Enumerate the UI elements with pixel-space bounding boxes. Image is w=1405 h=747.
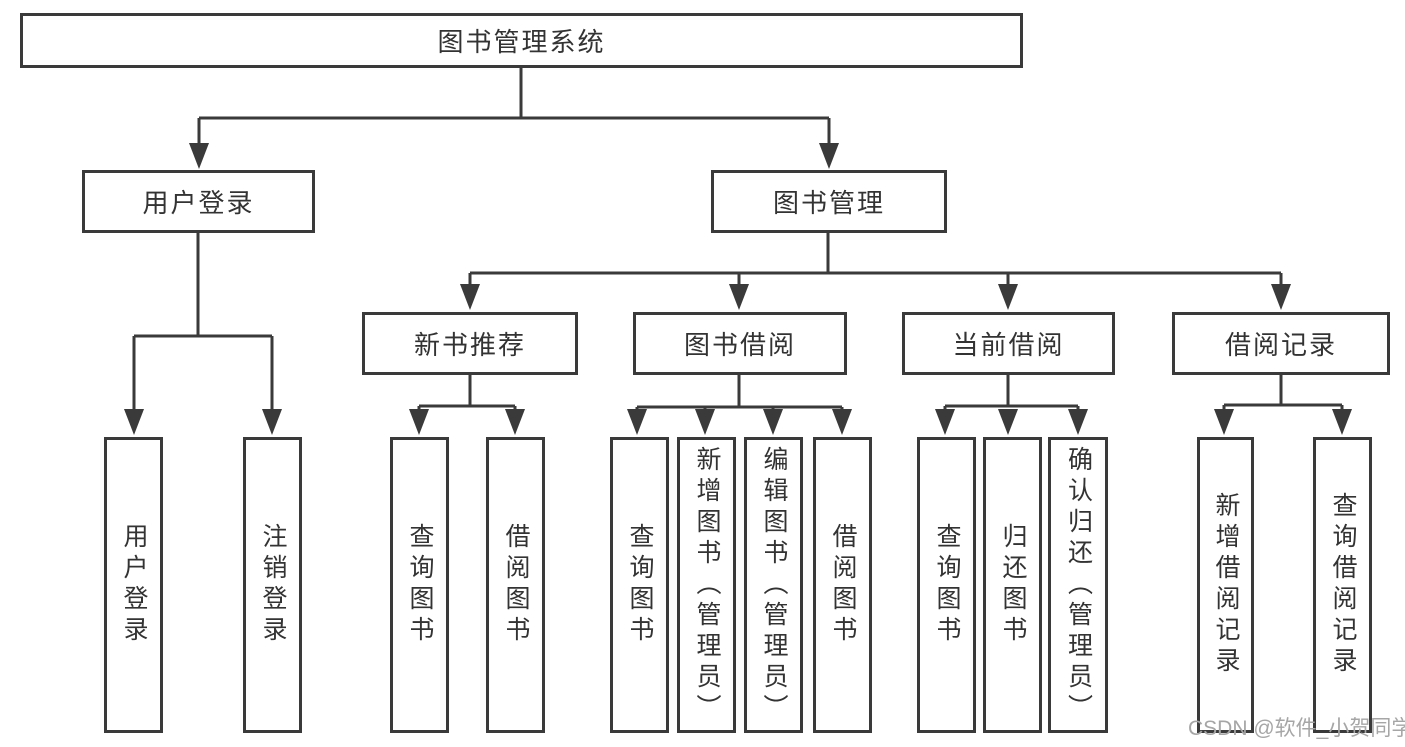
node-book-borrowing: 图书借阅 — [633, 312, 847, 375]
leaf-query-books-recommend: 查询图书 — [390, 437, 449, 733]
leaf-query-books-borrow: 查询图书 — [610, 437, 669, 733]
leaf-borrow-books-borrow: 借阅图书 — [813, 437, 872, 733]
node-current-borrowing-label: 当前借阅 — [952, 330, 1065, 360]
leaf-logout: 注销登录 — [243, 437, 302, 733]
leaf-borrow-books-borrow-label: 借阅图书 — [829, 523, 857, 647]
node-borrow-records-label: 借阅记录 — [1224, 330, 1337, 360]
node-user-login-label: 用户登录 — [142, 188, 255, 218]
leaf-return-book: 归还图书 — [983, 437, 1042, 733]
leaf-edit-book-admin: 编辑图书（管理员） — [744, 437, 803, 733]
node-root: 图书管理系统 — [20, 13, 1023, 68]
leaf-confirm-return-admin: 确认归还（管理员） — [1048, 437, 1108, 733]
leaf-query-books-recommend-label: 查询图书 — [406, 523, 434, 647]
leaf-return-book-label: 归还图书 — [999, 523, 1027, 647]
leaf-borrow-books-recommend: 借阅图书 — [486, 437, 545, 733]
node-book-borrowing-label: 图书借阅 — [683, 330, 796, 360]
leaf-add-book-admin: 新增图书（管理员） — [677, 437, 736, 733]
leaf-query-books-borrow-label: 查询图书 — [626, 523, 654, 647]
node-new-book-recommend-label: 新书推荐 — [413, 330, 526, 360]
leaf-query-books-current: 查询图书 — [917, 437, 976, 733]
leaf-confirm-return-admin-label: 确认归还（管理员） — [1064, 445, 1093, 725]
node-root-label: 图书管理系统 — [437, 27, 606, 57]
leaf-query-borrow-record-label: 查询借阅记录 — [1329, 492, 1357, 678]
node-book-management: 图书管理 — [711, 170, 947, 233]
node-book-management-label: 图书管理 — [772, 188, 885, 218]
leaf-add-borrow-record-label: 新增借阅记录 — [1212, 492, 1240, 678]
leaf-query-borrow-record: 查询借阅记录 — [1313, 437, 1372, 733]
leaf-user-login: 用户登录 — [104, 437, 163, 733]
leaf-borrow-books-recommend-label: 借阅图书 — [502, 523, 530, 647]
leaf-user-login-label: 用户登录 — [120, 523, 148, 647]
node-user-login: 用户登录 — [82, 170, 315, 233]
leaf-add-book-admin-label: 新增图书（管理员） — [693, 445, 721, 725]
leaf-edit-book-admin-label: 编辑图书（管理员） — [760, 445, 788, 725]
node-new-book-recommend: 新书推荐 — [362, 312, 578, 375]
leaf-logout-label: 注销登录 — [259, 523, 287, 647]
csdn-watermark: CSDN @软件_小贺同学 — [1188, 717, 1405, 740]
node-borrow-records: 借阅记录 — [1172, 312, 1390, 375]
node-current-borrowing: 当前借阅 — [902, 312, 1115, 375]
leaf-query-books-current-label: 查询图书 — [933, 523, 961, 647]
leaf-add-borrow-record: 新增借阅记录 — [1197, 437, 1254, 733]
